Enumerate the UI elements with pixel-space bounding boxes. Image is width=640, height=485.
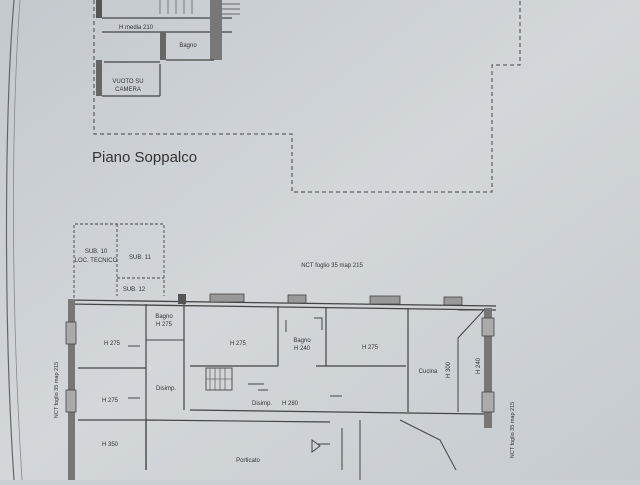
label-room-h275-b: H 275 [230, 341, 247, 347]
label-vuoto-line1: VUOTO SU [112, 79, 143, 85]
paper-edge-left-inner [13, 0, 23, 481]
label-disimp-left: Disimp. [156, 386, 176, 392]
exterior-wall-right [484, 308, 492, 428]
label-sub12: SUB. 12 [123, 287, 146, 293]
label-bagno-mid-h: H 240 [294, 346, 311, 352]
label-sub10-line2: LOC. TECNICO [75, 258, 118, 264]
window-right [481, 391, 495, 413]
label-sub11: SUB. 11 [129, 255, 152, 261]
portico-edge [399, 419, 457, 471]
label-room-h275-d: H 275 [102, 398, 119, 404]
label-disimp-mid: Disimp. [252, 401, 272, 407]
stairs [222, 3, 240, 15]
mezzanine-title: Piano Soppalco [92, 149, 197, 166]
label-h240-right: H 240 [476, 357, 482, 374]
paper-edge-left [5, 0, 15, 481]
label-parcel-right: NCT foglio 35 map 215 [510, 402, 516, 458]
kitchen-wall [457, 309, 486, 412]
window-left [65, 389, 77, 413]
mezzanine-plan [93, 0, 521, 193]
label-bagno-mid: Bagno [293, 338, 311, 344]
label-cucina: Cucina [419, 369, 438, 375]
wall [189, 409, 485, 415]
label-room-h275-a: H 275 [104, 341, 121, 347]
sub-units-outline [73, 223, 165, 298]
window [369, 295, 401, 305]
wall [160, 32, 166, 60]
portico-wall [145, 419, 331, 470]
wall [96, 60, 102, 96]
window-right [481, 317, 495, 337]
label-room-h275-c: H 275 [362, 345, 379, 351]
ground-plan [65, 223, 497, 480]
label-bagno-mezzanine: Bagno [179, 43, 197, 49]
wall [341, 420, 361, 480]
window-left [65, 321, 77, 345]
label-porticato: Porticato [236, 458, 260, 464]
mezzanine-dashed-outline [93, 0, 521, 193]
pillar [178, 294, 186, 304]
railing [159, 0, 193, 14]
stairs-steps [206, 368, 232, 390]
wall [210, 0, 222, 60]
wall [285, 317, 323, 332]
label-h-media: H media 210 [119, 25, 154, 31]
wall [96, 0, 102, 18]
label-parcel-top: NCT foglio 35 map 215 [301, 263, 363, 269]
label-bagno-left-h: H 275 [156, 322, 173, 328]
sub-units-divider [116, 224, 164, 296]
window [443, 296, 463, 306]
exterior-wall-top [67, 299, 497, 307]
label-h350: H 350 [102, 442, 119, 448]
window [209, 293, 245, 303]
label-bagno-left: Bagno [155, 314, 173, 320]
entry-arrow [311, 439, 321, 453]
exterior-wall-top-inner [67, 303, 497, 311]
door-marks [128, 345, 342, 399]
label-vuoto-line2: CAMERA [115, 87, 141, 93]
label-h280: H 280 [282, 401, 299, 407]
label-parcel-left: NCT foglio 35 map 215 [54, 362, 60, 418]
window [287, 294, 307, 304]
label-sub10-line1: SUB. 10 [85, 249, 108, 255]
label-h300: H 300 [446, 361, 452, 378]
